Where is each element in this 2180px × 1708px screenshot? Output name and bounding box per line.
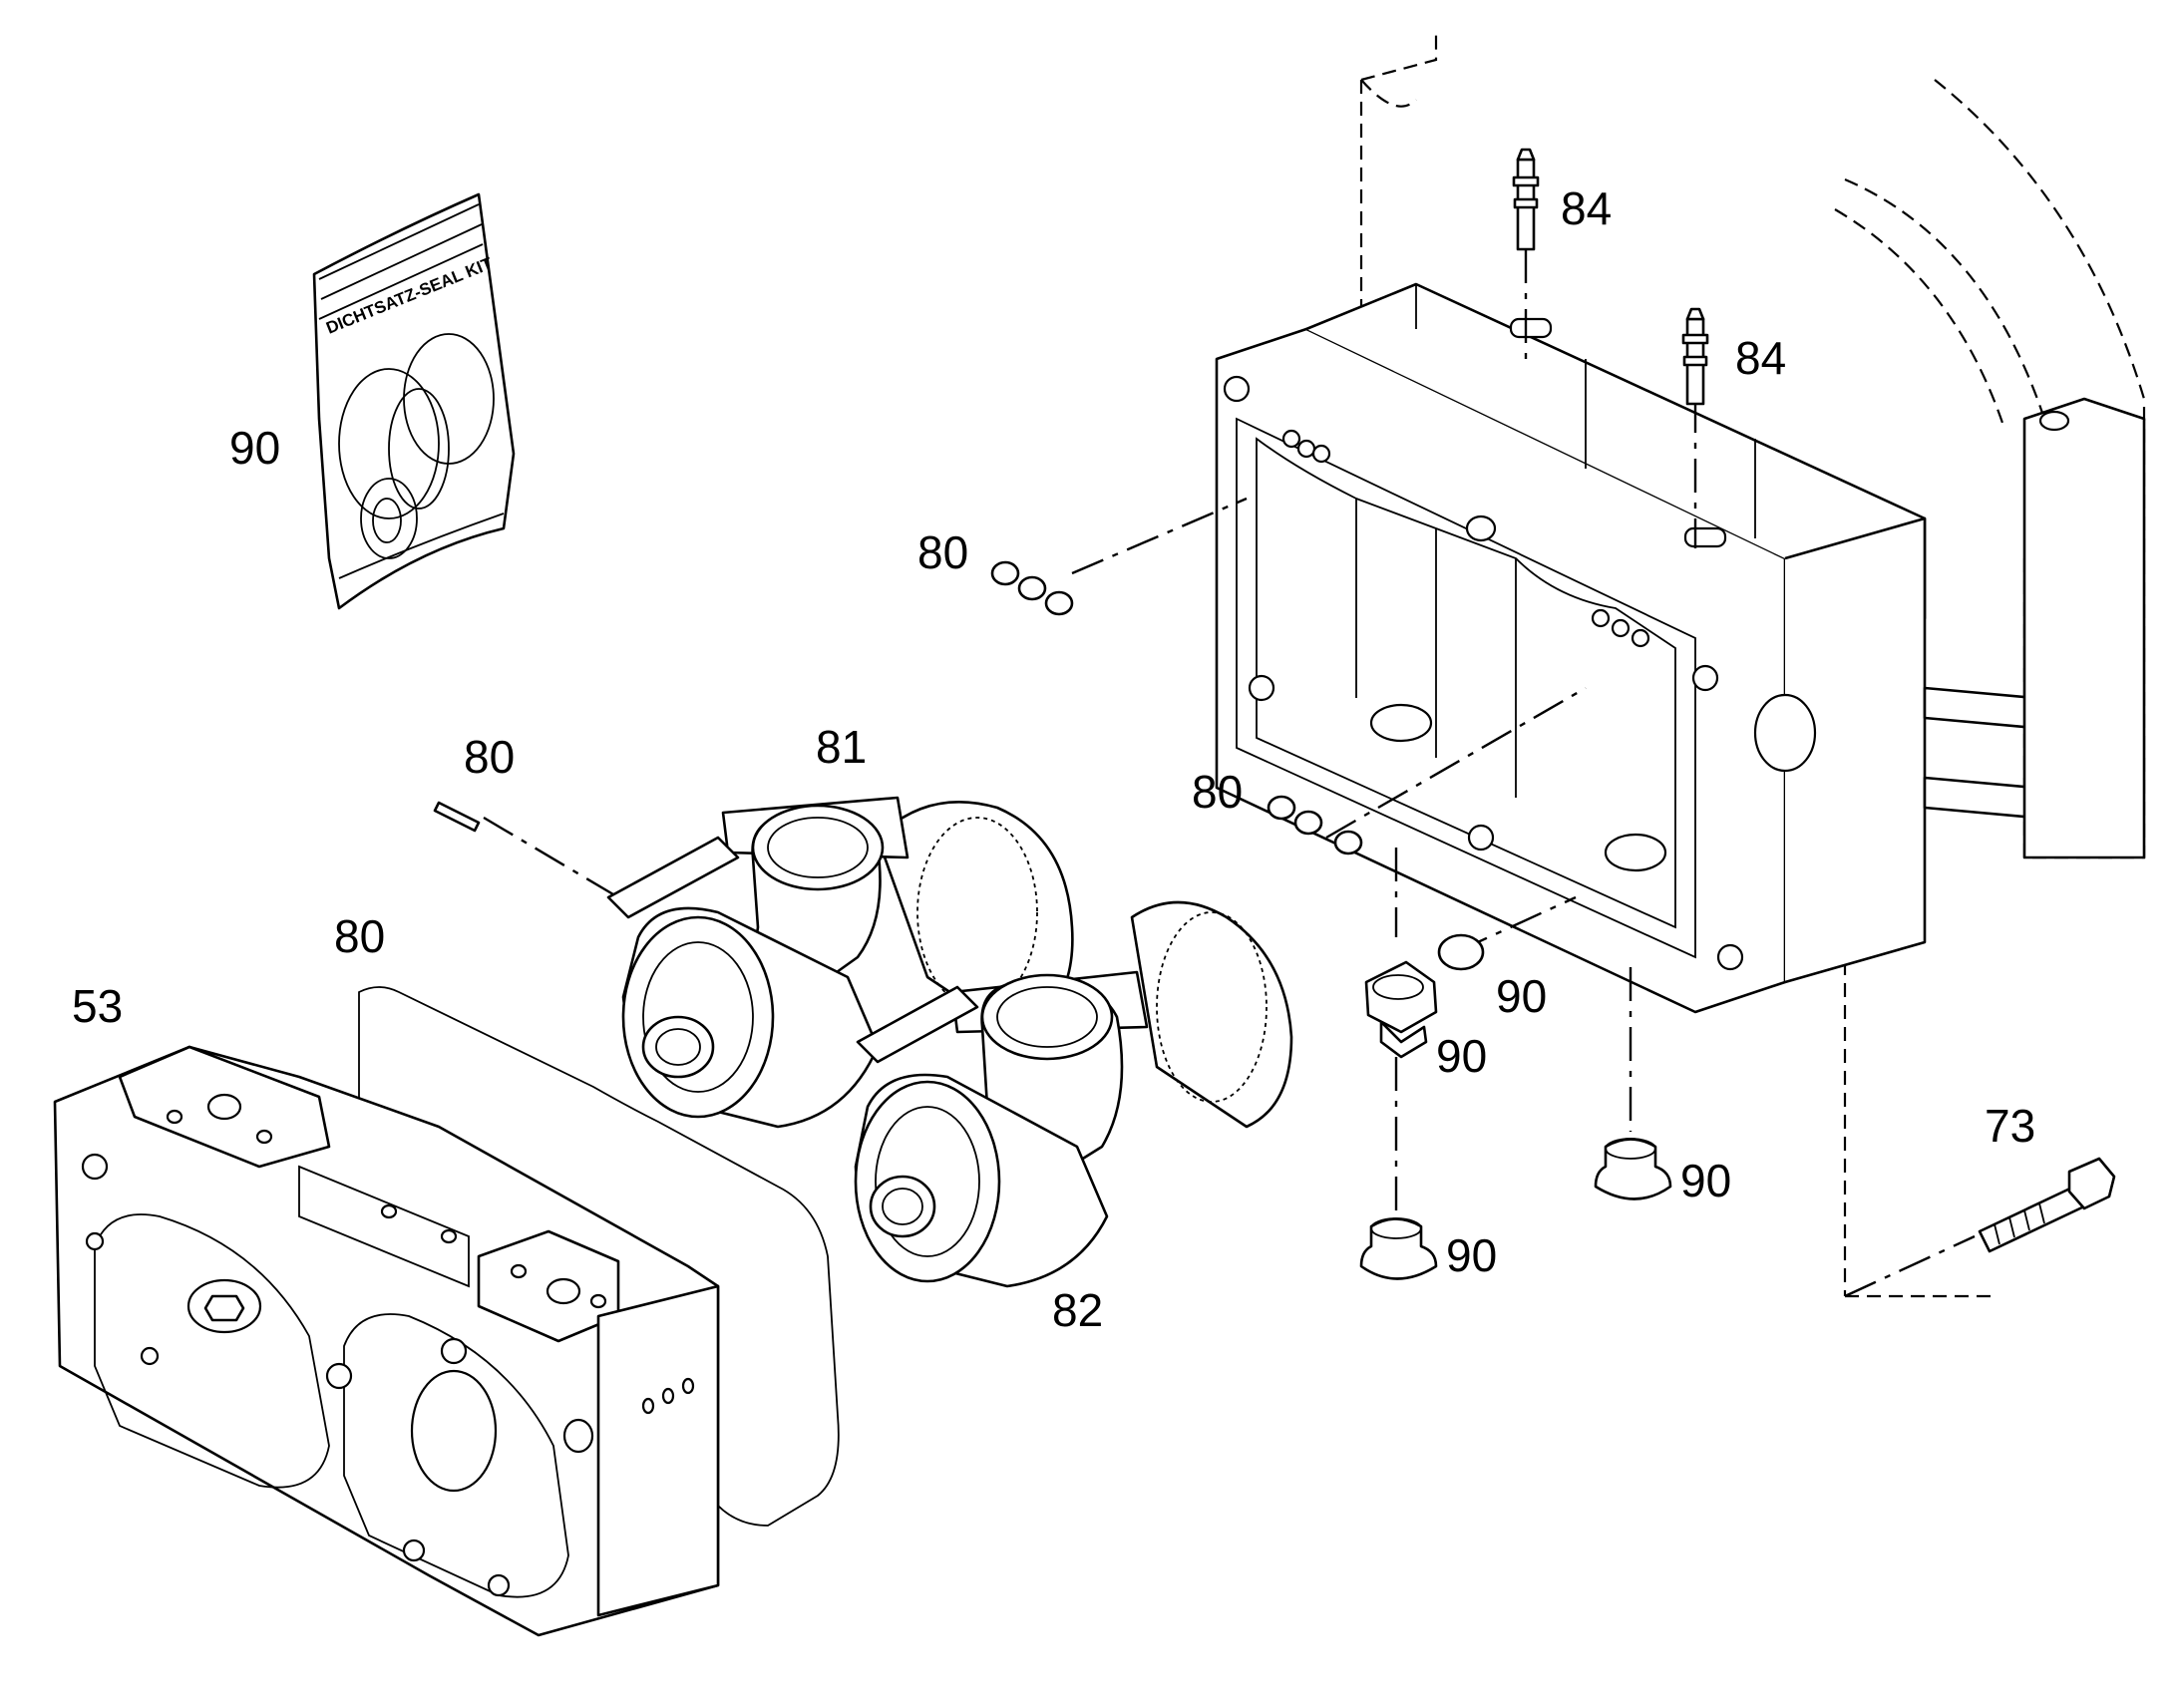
seal-kit-bag: DICHTSATZ-SEAL KIT: [312, 192, 516, 610]
callout-labels: 90 80 84 84 80 81 80 80 53 90 90 73 90 9…: [72, 182, 2035, 1336]
callout-84-mid: 84: [1735, 332, 1786, 384]
callout-81: 81: [816, 721, 867, 773]
callout-73: 73: [1985, 1100, 2035, 1152]
stud-84-mid: [1681, 307, 1709, 406]
bolt-73: [1978, 1157, 2116, 1253]
dowel-pin-80: [433, 801, 481, 833]
callout-80-washers-mid: 80: [1192, 766, 1243, 818]
cover-plate-53: [53, 1045, 720, 1637]
washer-set-mid: [1267, 795, 1363, 855]
pump-assembly-81: [606, 796, 1074, 1129]
cap-90-left: [1359, 1217, 1438, 1280]
plug-90: [1364, 960, 1438, 1059]
callout-84-top: 84: [1561, 182, 1612, 234]
cap-90-right: [1594, 1138, 1672, 1200]
callout-90-oring: 90: [1496, 970, 1547, 1022]
oring-90: [1437, 933, 1485, 971]
gear-housing-block: [1215, 282, 2146, 1014]
callout-90-cap-right: 90: [1680, 1155, 1731, 1206]
callout-53: 53: [72, 980, 123, 1032]
callout-80-gasket: 80: [334, 910, 385, 962]
callout-90-seal-kit: 90: [229, 422, 280, 474]
washer-set-top: [990, 560, 1074, 616]
callout-80-washers-top: 80: [917, 526, 968, 578]
pump-assembly-82: [854, 900, 1293, 1288]
callout-80-pin: 80: [464, 731, 515, 783]
callout-90-plug: 90: [1436, 1030, 1487, 1082]
leader-lines: [483, 249, 1976, 1298]
callout-82: 82: [1052, 1284, 1103, 1336]
callout-90-cap-left: 90: [1446, 1229, 1497, 1281]
stud-84-top: [1512, 148, 1540, 251]
